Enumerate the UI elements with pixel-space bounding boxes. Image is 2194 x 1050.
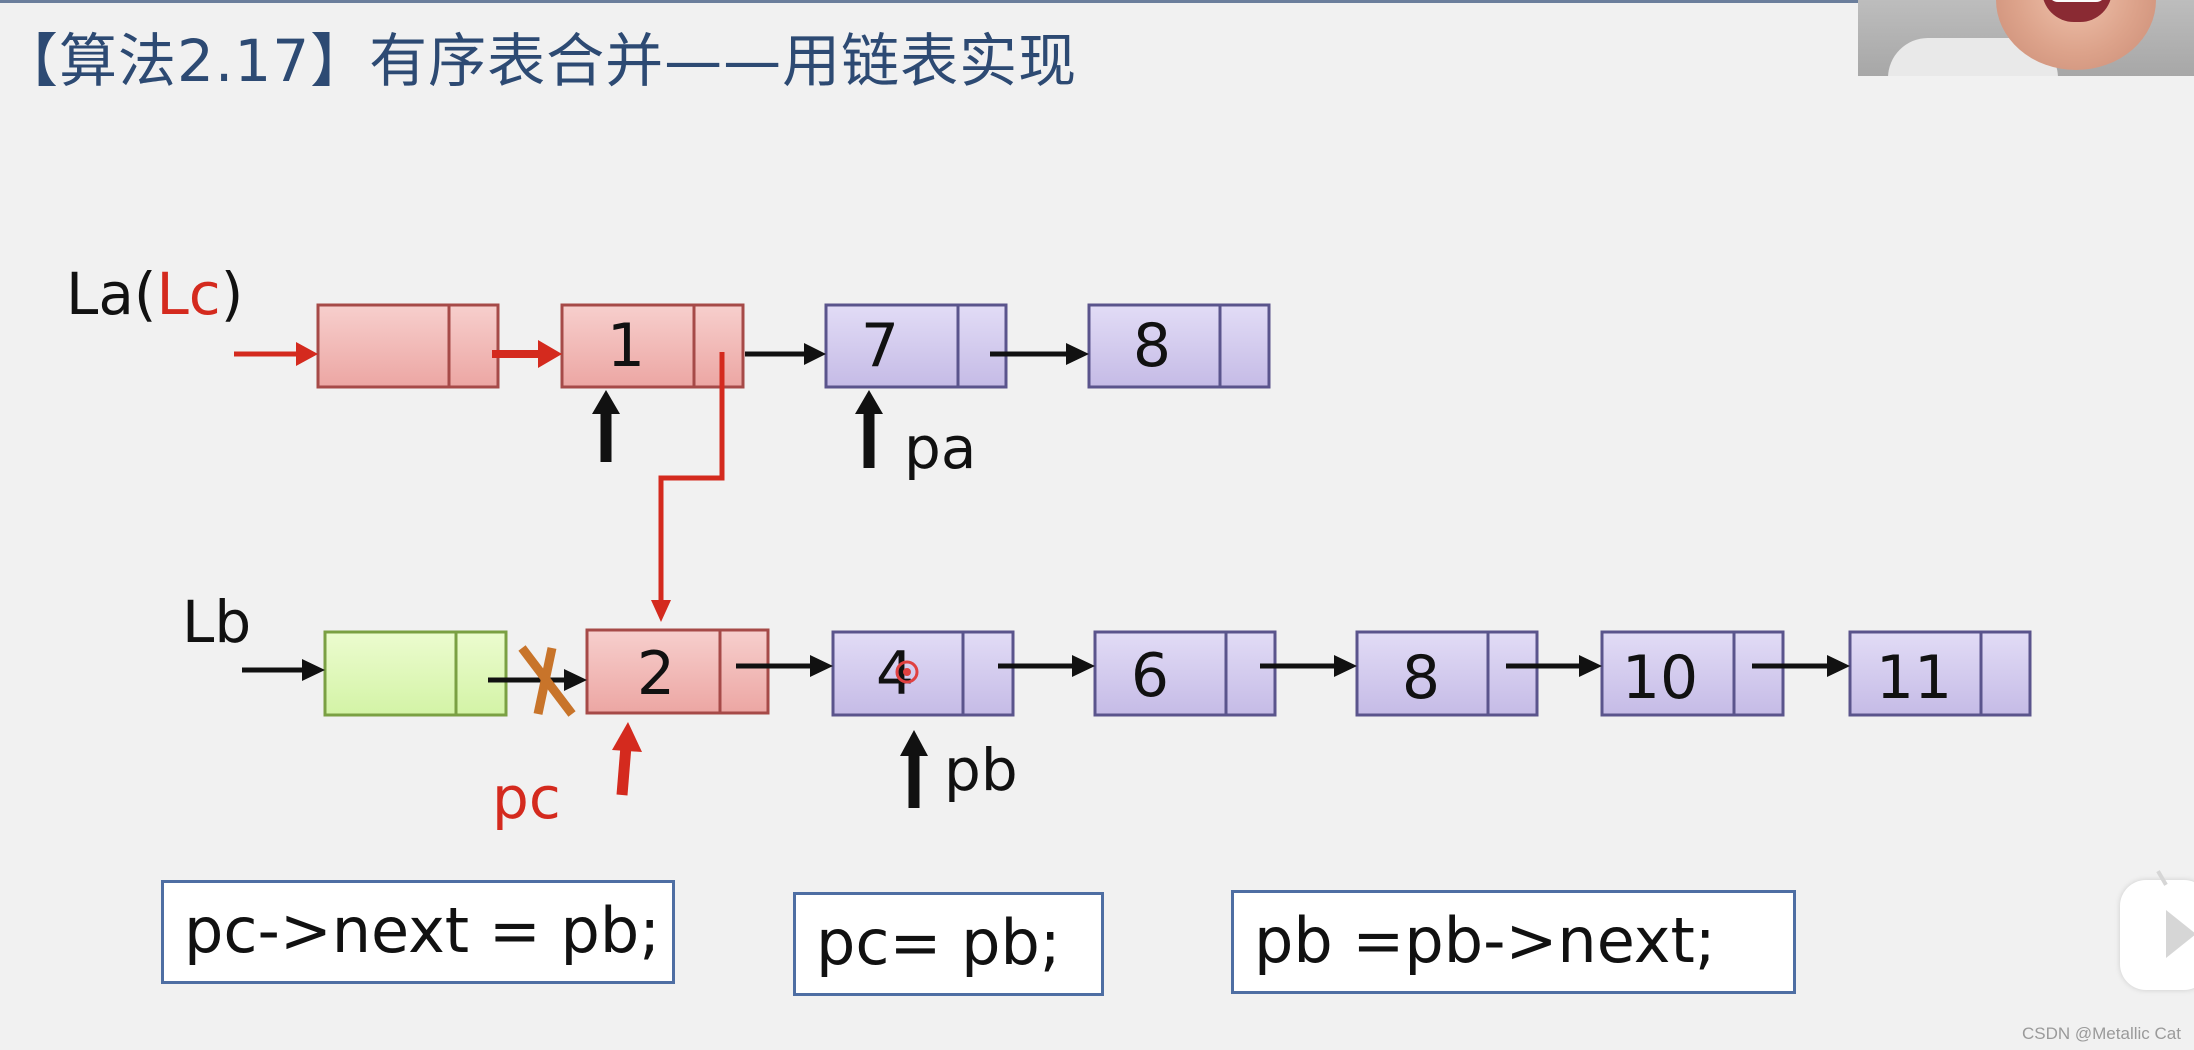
webcam-overlay [1858,0,2194,76]
list-a-node-8-value: 8 [1133,311,1171,381]
list-a-node-1-value: 1 [607,311,645,381]
list-b-node-2: 2 [585,628,770,715]
list-b-head-to-node2-arrow [488,669,587,691]
list-a-node-1: 1 [560,303,745,389]
list-b-node2-to-node4-arrow [736,655,833,677]
watermark: CSDN @Metallic Cat [2022,1024,2181,1043]
list-b-node-6-value: 6 [1131,641,1169,711]
list-b-node-8: 8 [1355,630,1539,717]
list-b-node-8-value: 8 [1402,643,1440,713]
list-b-entry-arrow [242,659,325,681]
pc-label: pc [492,764,561,832]
presenter-mouth [2042,0,2112,22]
list-a-head-node [316,303,500,389]
play-icon[interactable] [2120,880,2194,990]
node1-pointer-arrow [592,390,620,462]
list-b-node6-to-node8-arrow [1260,655,1357,677]
pa-pointer-arrow [855,390,883,468]
cursor-marker [895,660,919,684]
slide-top-border [0,0,1858,3]
pb-pointer-arrow [900,730,928,808]
list-a-label: La(Lc) [66,260,243,328]
code-step-2: pc= pb; [793,892,1104,996]
list-b-node8-to-node10-arrow [1506,655,1602,677]
pc-pointer-arrow [612,722,642,796]
list-b-node10-to-node11-arrow [1752,655,1850,677]
list-a-node-7-value: 7 [861,311,899,381]
list-a-node7-to-node8-arrow [990,343,1089,365]
pb-label: pb [944,736,1018,804]
list-b-node-6: 6 [1093,630,1277,717]
presenter-teeth [2048,0,2106,2]
cross-mark [518,645,576,717]
list-a-entry-arrow [234,342,318,366]
list-a-node1-to-node7-arrow [745,343,826,365]
list-b-node-11: 11 [1848,630,2032,717]
list-b-node-10: 10 [1600,630,1785,717]
code-step-1: pc->next = pb; [161,880,675,984]
list-a-node-8: 8 [1087,303,1271,389]
code-step-3: pb =pb->next; [1231,890,1796,994]
list-a-node-7: 7 [824,303,1008,389]
list-b-node-4: 4 [831,630,1015,717]
pa-label: pa [904,414,976,482]
list-b-node-10-value: 10 [1622,643,1698,713]
list-b-head-node [323,630,508,717]
list-a-head-to-node1-arrow [492,340,562,368]
node1-to-node2-link [651,352,725,622]
list-b-node-11-value: 11 [1876,643,1952,713]
list-b-label: Lb [182,588,251,656]
list-b-node-2-value: 2 [637,639,675,709]
slide-title: 【算法2.17】有序表合并——用链表实现 [0,27,1078,95]
list-b-node4-to-node6-arrow [998,655,1095,677]
